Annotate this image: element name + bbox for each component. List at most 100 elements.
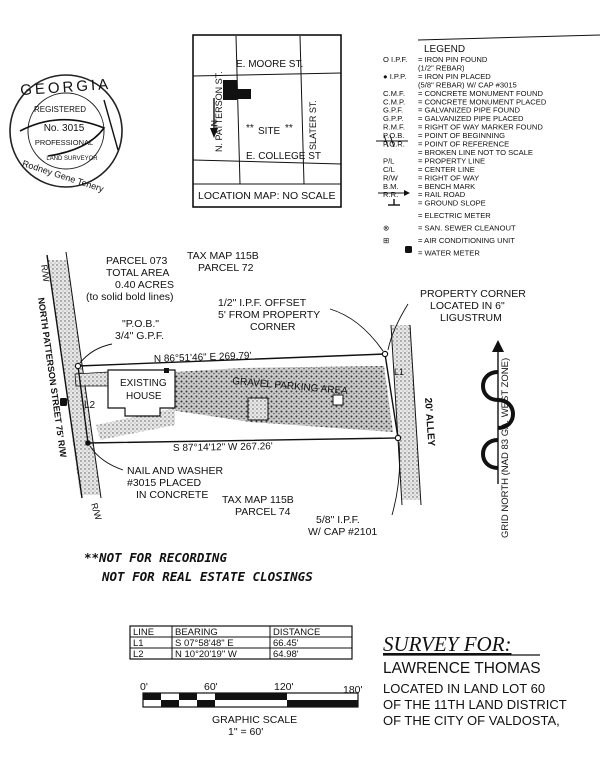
scale-caption: GRAPHIC SCALE <box>212 714 297 726</box>
table-header-bearing: BEARING <box>175 627 218 638</box>
grid-north-arrow-icon <box>481 340 515 484</box>
legend-item: C/L= CENTER LINE <box>383 165 475 174</box>
legend-desc: = BENCH MARK <box>418 182 475 191</box>
legend-desc: (5/8" REBAR) W/ CAP #3015 <box>418 80 517 89</box>
legend-item: G.P.P. = GALVANIZED PIPE PLACED <box>383 114 524 123</box>
prop-corner-3: LIGUSTRUM <box>440 312 502 324</box>
legend-desc: = POINT OF REFERENCE <box>418 140 509 149</box>
title-block: SURVEY FOR: LAWRENCE THOMAS LOCATED IN L… <box>383 632 567 728</box>
seal-land-surveyor: LAND SURVEYOR <box>46 156 98 162</box>
legend-desc: = RIGHT OF WAY <box>418 173 479 182</box>
bearing-top: N 86°51'46" E 269.79' <box>154 351 252 365</box>
legend-desc: (1/2" REBAR) <box>418 63 465 72</box>
svg-text:**: ** <box>246 123 254 134</box>
site-marker <box>223 80 237 100</box>
legend-desc: = BROKEN LINE NOT TO SCALE <box>418 148 533 157</box>
legend-desc: = WATER METER <box>418 248 480 257</box>
legend-abbr: C.M.P. <box>383 97 405 106</box>
legend-abbr: C.M.F. <box>383 89 405 98</box>
tax-map-bottom-2: PARCEL 74 <box>235 506 291 518</box>
map-north-arrow-icon: N <box>209 98 219 138</box>
table-cell: N 10°20'19" W <box>175 649 237 660</box>
seal-registered: REGISTERED <box>34 105 86 114</box>
graphic-scale: 0' 60' 120' 180' GRAPHIC SCALE 1" = 60' <box>140 681 363 738</box>
map-street-patterson: N. PATTERSON ST. <box>214 71 224 152</box>
l2-label: L2 <box>84 400 96 411</box>
pob-pin <box>74 362 82 370</box>
table-header-line: LINE <box>133 627 154 638</box>
survey-for-heading: SURVEY FOR: <box>383 632 512 656</box>
ipf-offset-2: 5' FROM PROPERTY <box>218 309 320 321</box>
notice-not-for-recording: **NOT FOR RECORDING <box>84 550 227 565</box>
seal-professional: PROFESSIONAL <box>35 138 93 147</box>
legend-desc: = SAN. SEWER CLEANOUT <box>418 224 516 233</box>
scale-label-60: 60' <box>204 681 218 693</box>
svg-text:N: N <box>209 120 219 127</box>
house-label-2: HOUSE <box>126 391 162 402</box>
parcel-073-line2: TOTAL AREA <box>106 267 169 279</box>
alley-strip <box>392 325 420 500</box>
table-cell: S 07°58'48" E <box>175 638 234 649</box>
legend-item: O I.P.F.= IRON PIN FOUND <box>383 55 488 64</box>
legend-item: ● I.P.P.= IRON PIN PLACED <box>383 72 491 81</box>
ipf-offset-3: CORNER <box>250 321 296 333</box>
table-cell: L2 <box>133 649 144 660</box>
map-street-moore: E. MOORE ST. <box>236 59 303 70</box>
scale-ratio: 1" = 60' <box>228 726 263 738</box>
legend-item: B.M.= BENCH MARK <box>383 182 475 191</box>
tax-map-top-2: PARCEL 72 <box>198 262 254 274</box>
rw-label-top: R/W <box>39 264 51 283</box>
corner-pin <box>381 350 389 358</box>
legend-abbr: R.M.F. <box>383 123 405 132</box>
grid-north-label: GRID NORTH (NAD 83 GA. WEST ZONE) <box>500 358 511 538</box>
client-name: LAWRENCE THOMAS <box>383 660 541 677</box>
table-cell: L1 <box>133 638 144 649</box>
cap-label-1: 5/8" I.P.F. <box>316 514 360 526</box>
legend-desc: = GROUND SLOPE <box>418 199 486 208</box>
legend-item: ⊞= AIR CONDITIONING UNIT <box>383 236 515 245</box>
legend-item: C.M.F. = CONCRETE MONUMENT FOUND <box>383 89 543 98</box>
pob-label-2: 3/4" G.P.F. <box>115 330 164 342</box>
legend-desc: = CONCRETE MONUMENT FOUND <box>418 89 543 98</box>
legend-item: = GROUND SLOPE <box>418 199 486 208</box>
map-site-label: SITE <box>258 126 281 137</box>
legend-abbr: R/W <box>383 173 399 182</box>
legend-desc: = IRON PIN PLACED <box>418 72 491 81</box>
legend-item: P.O.B.= POINT OF BEGINNING <box>383 131 505 140</box>
nail-label-2: #3015 PLACED <box>127 477 202 489</box>
legend-item: = BROKEN LINE NOT TO SCALE <box>418 148 533 157</box>
legend-desc: = ELECTRIC METER <box>418 211 491 220</box>
legend-desc: = GALVANIZED PIPE FOUND <box>418 106 521 115</box>
legend-desc: = RAIL ROAD <box>418 190 466 199</box>
legend-item: R.R.= RAIL ROAD <box>383 190 466 199</box>
existing-house <box>107 369 176 417</box>
bearing-bottom: S 87°14'12" W 267.26' <box>173 441 273 454</box>
scale-label-120: 120' <box>274 681 294 693</box>
prop-corner-1: PROPERTY CORNER <box>420 288 526 300</box>
legend-abbr: G.P.P. <box>383 114 403 123</box>
legend-abbr: P/L <box>383 156 394 165</box>
legend-desc: = PROPERTY LINE <box>418 156 485 165</box>
legend: LEGEND O I.P.F.= IRON PIN FOUND(1/2" REB… <box>376 34 600 257</box>
table-header-distance: DISTANCE <box>273 627 320 638</box>
legend-desc: = CENTER LINE <box>418 165 475 174</box>
legend-desc: = POINT OF BEGINNING <box>418 131 505 140</box>
legend-item: = ELECTRIC METER <box>418 211 491 220</box>
legend-item: (1/2" REBAR) <box>418 63 465 72</box>
parcel-073-line1: PARCEL 073 <box>106 255 167 267</box>
table-cell: 66.45' <box>273 638 299 649</box>
legend-title: LEGEND <box>424 44 465 55</box>
legend-abbr: ⊗ <box>383 224 389 233</box>
legend-desc: = GALVANIZED PIPE PLACED <box>418 114 524 123</box>
gravel-parking-area <box>170 366 393 432</box>
location-line-3: OF THE CITY OF VALDOSTA, <box>383 713 560 728</box>
legend-item: (5/8" REBAR) W/ CAP #3015 <box>418 80 517 89</box>
legend-item: C.M.P. = CONCRETE MONUMENT PLACED <box>383 97 547 106</box>
map-street-college: E. COLLEGE ST <box>246 151 321 162</box>
location-map: E. MOORE ST. N. PATTERSON ST. SLATER ST.… <box>192 34 342 208</box>
legend-desc: = CONCRETE MONUMENT PLACED <box>418 97 547 106</box>
legend-ground-slope-icon <box>378 190 410 196</box>
parcel-073-line4: (to solid bold lines) <box>86 291 174 303</box>
tax-map-top-1: TAX MAP 115B <box>187 250 259 262</box>
